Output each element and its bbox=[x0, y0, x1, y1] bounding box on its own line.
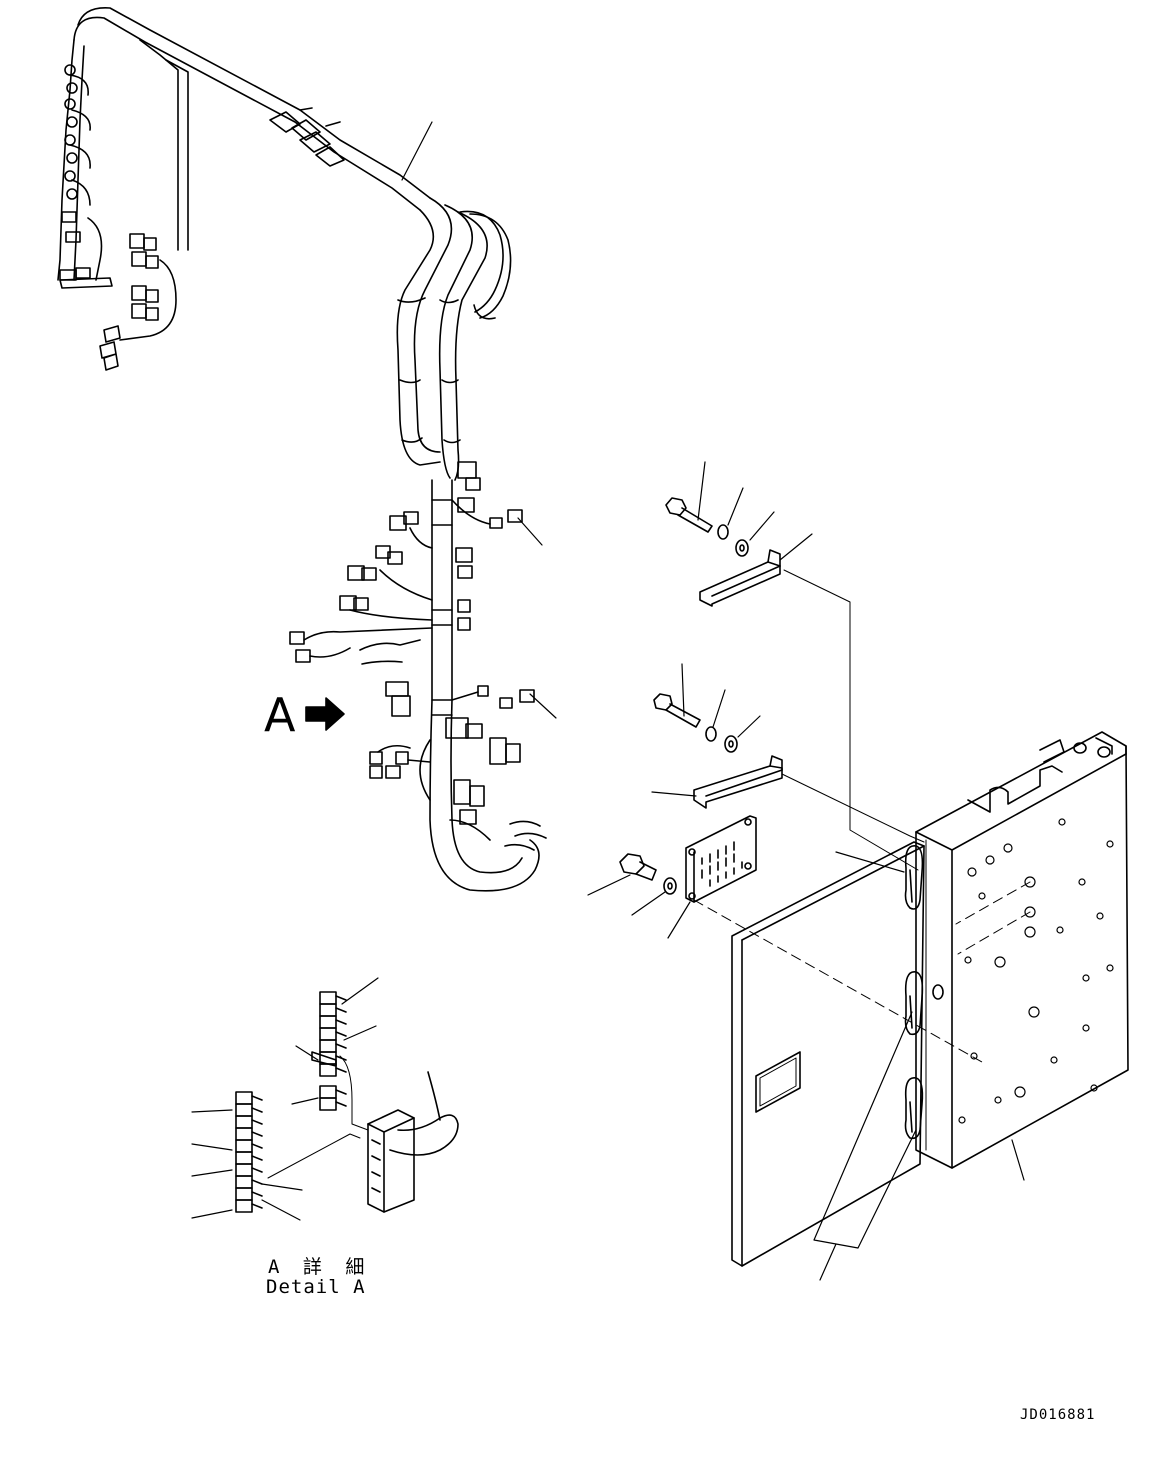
washer-upper-2 bbox=[736, 512, 774, 556]
bolt-middle bbox=[654, 664, 700, 727]
hidden-lines bbox=[694, 882, 1030, 1062]
detail-a-connector-housing bbox=[268, 1056, 458, 1212]
detail-title-english: Detail A bbox=[266, 1276, 366, 1298]
detail-a-terminal-block-lower bbox=[192, 1092, 302, 1220]
leader-lines-harness bbox=[402, 122, 556, 718]
view-a-label: A bbox=[264, 688, 296, 742]
harness-branch-connectors bbox=[290, 462, 534, 716]
bracket-middle bbox=[652, 756, 782, 808]
view-a-arrow bbox=[306, 698, 344, 730]
control-box-housing bbox=[916, 732, 1128, 1180]
wiring-harness bbox=[58, 8, 539, 891]
washer-lower bbox=[632, 878, 676, 915]
alignment-lines bbox=[782, 570, 924, 870]
terminal-plate bbox=[668, 816, 756, 938]
relay-connector-column bbox=[100, 234, 176, 370]
ring-terminal-stack bbox=[60, 65, 112, 288]
washer-middle-1 bbox=[706, 690, 725, 741]
detail-a-terminal-block-upper bbox=[292, 978, 378, 1110]
bolt-upper bbox=[666, 462, 712, 532]
door-leader-bracket bbox=[814, 1012, 916, 1280]
detail-title-japanese: A 詳 細 bbox=[268, 1256, 371, 1278]
control-box-door bbox=[732, 842, 924, 1266]
bracket-upper bbox=[700, 534, 812, 606]
washer-upper-1 bbox=[718, 488, 743, 539]
bolt-lower bbox=[588, 854, 656, 895]
lower-connector-cluster bbox=[370, 718, 546, 850]
drawing-number: JD016881 bbox=[1020, 1407, 1096, 1423]
washer-middle-2 bbox=[725, 716, 760, 752]
control-box-bolts bbox=[959, 819, 1113, 1123]
